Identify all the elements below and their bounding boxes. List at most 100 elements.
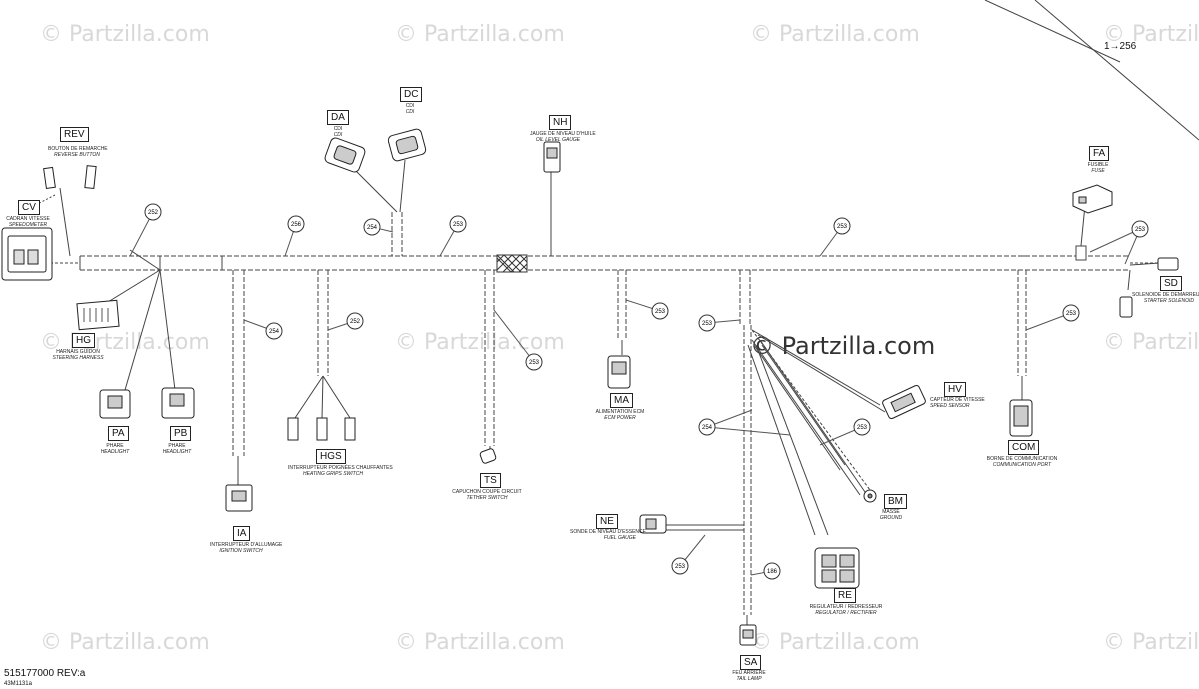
callout-number: 253 <box>857 425 868 431</box>
connector-label: FUSIBLE FUSE <box>1080 162 1116 174</box>
oil-gauge-connector-icon <box>543 141 561 173</box>
connector-label: FEU ARRIERE TAIL LAMP <box>732 670 766 682</box>
callout-number: 254 <box>702 425 713 431</box>
connector-code: PA <box>108 426 129 441</box>
cdi-connector-dc-icon <box>387 128 427 162</box>
label-fr: HARNAIS GUIDON <box>56 349 100 355</box>
label-en: SPEED SENSOR <box>930 403 970 409</box>
harness-sleeve <box>496 254 528 273</box>
label-fr: FUSIBLE <box>1087 162 1109 168</box>
label-en: GROUND <box>879 515 903 521</box>
watermark-center: © Partzilla.com <box>750 332 936 360</box>
main-harness <box>80 255 1130 271</box>
callout: 254 <box>698 418 716 436</box>
connector-code: SD <box>1160 276 1182 291</box>
label-fr: ALIMENTATION ECM <box>595 409 645 415</box>
callout: 186 <box>763 562 781 580</box>
label-en: HEADLIGHT <box>162 449 192 455</box>
headlight-connector-pa-icon <box>99 389 131 419</box>
connector-code: RE <box>834 588 856 603</box>
label-en: STEERING HARNESS <box>52 355 104 361</box>
callout: 253 <box>651 302 669 320</box>
callout: 252 <box>346 312 364 330</box>
connector-label: REGULATEUR / REDRESSEUR REGULATOR / RECT… <box>808 604 884 616</box>
watermark: © Partzilla.com <box>395 330 565 355</box>
callout: 253 <box>449 215 467 233</box>
label-en: COMMUNICATION PORT <box>992 462 1052 468</box>
tail-lamp-connector-icon <box>739 624 757 646</box>
headlight-connector-pb-icon <box>161 387 195 419</box>
callout-number: 252 <box>148 210 159 216</box>
callout: 253 <box>671 557 689 575</box>
connector-label: INTERRUPTEUR D'ALLUMAGE IGNITION SWITCH <box>210 542 283 554</box>
label-fr: FEU ARRIERE <box>732 670 766 676</box>
watermark: © Partzilla.com <box>40 22 210 47</box>
watermark: © Partzilla.com <box>395 630 565 655</box>
label-fr: REGULATEUR / REDRESSEUR <box>809 604 883 610</box>
label-en: HEATING GRIPS SWITCH <box>303 471 363 477</box>
fuse-connector-icon <box>1072 184 1113 214</box>
label-fr: CAPTEUR DE VITESSE <box>930 397 985 403</box>
callout-number: 256 <box>291 222 302 228</box>
connector-code: FA <box>1089 146 1110 161</box>
starter-solenoid-connector-icon <box>1119 257 1179 318</box>
connector-label: BOUTON DE REMARCHE REVERSE BUTTON <box>48 146 108 158</box>
connector-code: PB <box>170 426 192 441</box>
communication-port-connector-icon <box>1009 399 1033 437</box>
connector-label: CAPTEUR DE VITESSE SPEED SENSOR <box>930 397 990 409</box>
connector-label: BORNE DE COMMUNICATION COMMUNICATION POR… <box>986 456 1058 468</box>
connector-code: SA <box>740 655 762 670</box>
watermark: © Partzilla.com <box>1103 330 1199 355</box>
callout-number: 253 <box>655 309 666 315</box>
connector-label: SONDE DE NIVEAU D'ESSENCE FUEL GAUGE <box>570 529 646 541</box>
callout-number: 254 <box>269 329 280 335</box>
label-en: HEADLIGHT <box>100 449 130 455</box>
connector-label: JAUGE DE NIVEAU D'HUILE OIL LEVEL GAUGE <box>530 131 596 143</box>
label-fr: SOLENOIDE DE DEMARREUR <box>1132 292 1199 298</box>
callout: 253 <box>853 418 871 436</box>
connector-code: BM <box>884 494 907 509</box>
connector-code: REV <box>60 127 89 142</box>
steering-harness-connector-icon <box>76 299 120 331</box>
tether-switch-connector-icon <box>479 448 497 464</box>
label-en: REVERSE BUTTON <box>54 152 100 158</box>
ecm-power-connector-icon <box>607 355 631 389</box>
connector-label: PHARE HEADLIGHT <box>98 443 132 455</box>
watermark: © Partzilla.com <box>750 630 920 655</box>
callout: 253 <box>525 353 543 371</box>
connector-code: CV <box>18 200 40 215</box>
watermark: © Partzilla.com <box>40 330 210 355</box>
connector-label: MASSE GROUND <box>878 509 904 521</box>
connector-label: CAPUCHON COUPE CIRCUIT TETHER SWITCH <box>452 489 522 501</box>
label-fr: CDI <box>405 103 415 109</box>
callout-number: 252 <box>350 319 361 325</box>
callouts: 252 256 254 253 253 253 254 252 253 253 … <box>144 203 1149 580</box>
fuel-gauge-connector-icon <box>639 514 667 534</box>
connector-code: NH <box>549 115 572 130</box>
label-en: SPEEDOMETER <box>8 222 48 228</box>
connector-code: HV <box>944 382 966 397</box>
label-fr: SONDE DE NIVEAU D'ESSENCE <box>570 529 646 535</box>
watermark: © Partzilla.com <box>750 22 920 47</box>
callout-number: 254 <box>367 225 378 231</box>
callout: 256 <box>287 215 305 233</box>
label-fr: PHARE <box>106 443 124 449</box>
label-en: REGULATOR / RECTIFIER <box>815 610 877 616</box>
callout-number: 253 <box>1066 311 1077 317</box>
label-en: CDI <box>333 132 343 138</box>
regulator-rectifier-connector-icon <box>814 547 860 589</box>
reference-line <box>1034 0 1199 141</box>
label-en: ECM POWER <box>604 415 636 421</box>
label-fr: BOUTON DE REMARCHE <box>48 146 108 152</box>
label-fr: INTERRUPTEUR D'ALLUMAGE <box>210 542 283 548</box>
reference-line <box>984 0 1121 63</box>
reverse-button-connector-icon <box>43 165 97 190</box>
label-fr: BORNE DE COMMUNICATION <box>986 456 1058 462</box>
connector-label: CDI CDI <box>398 103 422 115</box>
label-en: FUSE <box>1091 168 1105 174</box>
label-fr: INTERRUPTEUR POIGNÉES CHAUFFANTES <box>288 465 393 471</box>
label-en: CDI <box>405 109 415 115</box>
connector-code: TS <box>480 473 501 488</box>
label-fr: CDI <box>333 126 343 132</box>
